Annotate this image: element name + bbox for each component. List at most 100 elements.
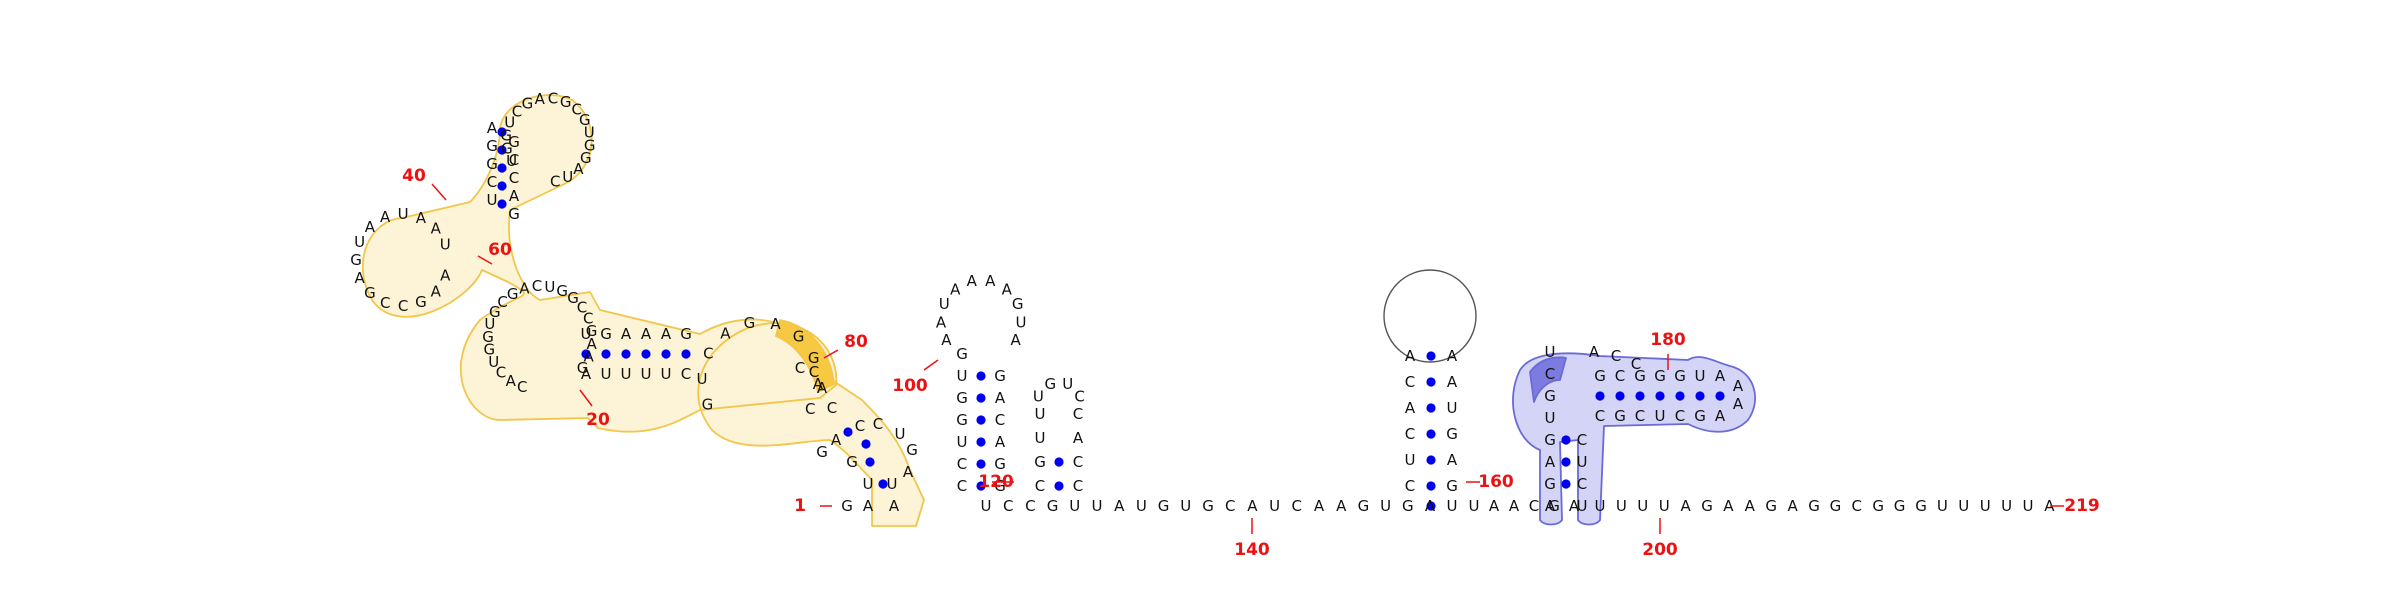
nucleotide: A (817, 379, 828, 397)
base-pair-dot (1426, 481, 1436, 491)
nucleotide: G (680, 325, 692, 343)
base-pair-dot (1615, 391, 1625, 401)
nucleotide: A (1545, 453, 1556, 471)
nucleotide: A (431, 282, 442, 300)
nucleotide: A (950, 280, 961, 298)
nucleotide: G (1694, 407, 1706, 425)
nucleotide: G (486, 155, 498, 173)
nucleotide: G (1808, 497, 1820, 515)
nucleotide: A (573, 160, 584, 178)
nucleotide: C (1545, 365, 1555, 383)
nucleotide: U (504, 114, 515, 132)
nucleotide: U (562, 168, 573, 186)
base-pair-dot (1426, 351, 1436, 361)
base-pair-dot (1426, 429, 1436, 439)
nucleotide: A (995, 433, 1006, 451)
base-pair-dot (976, 415, 986, 425)
nucleotide: C (509, 169, 519, 187)
nucleotide: C (681, 365, 691, 383)
nucleotide: C (1405, 477, 1415, 495)
nucleotide: U (621, 365, 632, 383)
nucleotide: C (855, 417, 865, 435)
nucleotide: A (1787, 497, 1798, 515)
base-pair-dot (1426, 455, 1436, 465)
nucleotide: G (1047, 497, 1059, 515)
nucleotide: U (1637, 497, 1648, 515)
nucleotide: C (1529, 497, 1539, 515)
nucleotide: G (1634, 367, 1646, 385)
nucleotide: G (501, 140, 513, 158)
nucleotide: G (956, 389, 968, 407)
nucleotide: A (1425, 497, 1436, 515)
nucleotide: C (487, 173, 497, 191)
nucleotide: A (1569, 497, 1580, 515)
base-pair-dot (861, 439, 871, 449)
numbering-tick (579, 389, 593, 407)
base-pair-dot (1054, 457, 1064, 467)
nucleotide: C (703, 344, 713, 362)
nucleotide: A (1680, 497, 1691, 515)
nucleotide: G (522, 94, 534, 112)
nucleotide: U (1380, 497, 1391, 515)
nucleotide: U (697, 370, 708, 388)
base-pair-dot (661, 349, 671, 359)
nucleotide: G (579, 111, 591, 129)
position-number: 1 (794, 496, 806, 516)
nucleotide: G (1894, 497, 1906, 515)
highlighted-region (1512, 352, 1757, 526)
nucleotide: G (1402, 497, 1414, 515)
nucleotide: A (1715, 367, 1726, 385)
nucleotide: A (509, 187, 520, 205)
base-pair-dot (1595, 391, 1605, 401)
nucleotide: A (985, 272, 996, 290)
nucleotide: C (827, 399, 837, 417)
base-pair-dot (976, 393, 986, 403)
base-pair-dot (497, 163, 507, 173)
nucleotide: G (584, 136, 596, 154)
nucleotide: A (583, 347, 594, 365)
nucleotide: G (1701, 497, 1713, 515)
nucleotide: A (2044, 497, 2055, 515)
nucleotide: G (560, 93, 572, 111)
nucleotide: G (816, 443, 828, 461)
nucleotide: U (1545, 409, 1556, 427)
highlighted-region (1529, 356, 1567, 403)
base-pair-dot (497, 127, 507, 137)
base-pair-dot (1426, 377, 1436, 387)
nucleotide: U (440, 235, 451, 253)
nucleotide: G (484, 341, 496, 359)
nucleotide: A (889, 497, 900, 515)
nucleotide: A (1489, 497, 1500, 515)
nucleotide: C (795, 359, 805, 377)
nucleotide: G (577, 359, 589, 377)
nucleotide: G (846, 453, 858, 471)
nucleotide: G (508, 133, 520, 151)
nucleotide: G (1544, 387, 1556, 405)
nucleotide: C (1003, 497, 1013, 515)
nucleotide: G (1158, 497, 1170, 515)
nucleotide: C (1292, 497, 1302, 515)
position-number: 40 (402, 166, 426, 186)
nucleotide: G (486, 137, 498, 155)
base-pair-dot (1054, 481, 1064, 491)
nucleotide: G (1654, 367, 1666, 385)
base-pair-dot (1561, 457, 1571, 467)
base-pair-dot (1561, 479, 1571, 489)
nucleotide: C (1631, 355, 1641, 373)
nucleotide: C (1611, 347, 1621, 365)
nucleotide: G (1872, 497, 1884, 515)
nucleotide: A (431, 220, 442, 238)
base-pair-dot (1426, 501, 1436, 511)
base-pair-dot (878, 479, 888, 489)
nucleotide: C (1595, 407, 1605, 425)
base-pair-dot (865, 457, 875, 467)
nucleotide: U (601, 365, 612, 383)
nucleotide: U (1035, 405, 1046, 423)
nucleotide: U (2023, 497, 2034, 515)
nucleotide: U (1092, 497, 1103, 515)
base-pair-dot (976, 371, 986, 381)
base-pairs (497, 127, 1725, 511)
nucleotide: G (1765, 497, 1777, 515)
highlighted-region (775, 319, 835, 393)
